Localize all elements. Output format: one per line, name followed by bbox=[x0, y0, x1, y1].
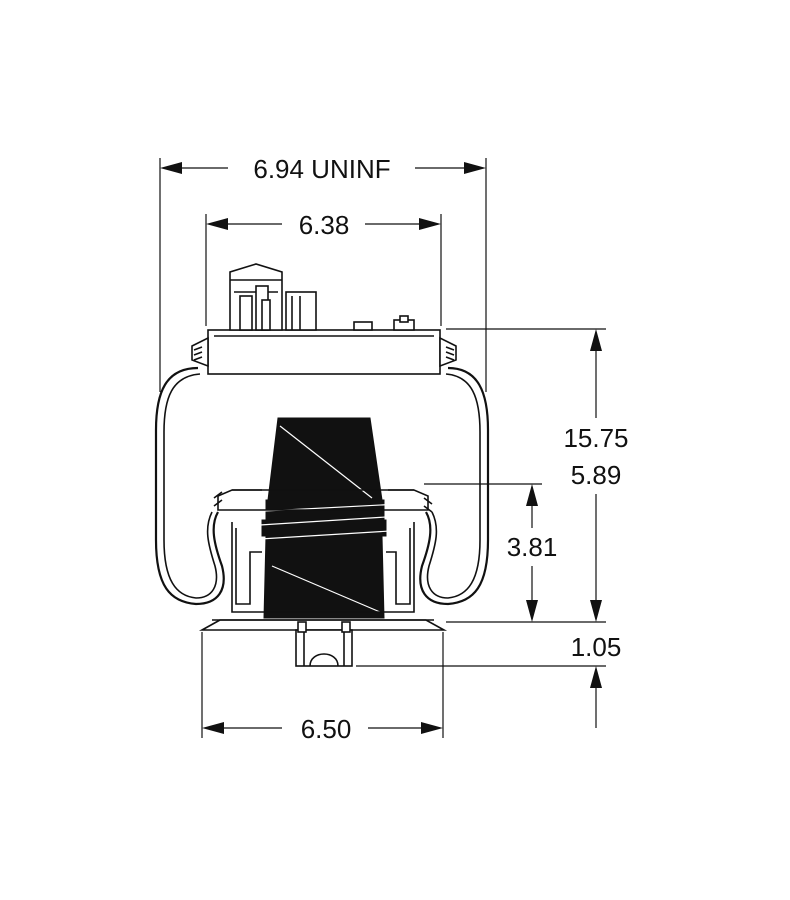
min-height-label: 5.89 bbox=[571, 460, 622, 490]
air-fitting bbox=[229, 263, 415, 331]
bottom-stud bbox=[295, 621, 353, 667]
piston-width-label: 6.50 bbox=[301, 714, 352, 744]
top-bead-plate bbox=[191, 329, 457, 375]
stud-height-label: 1.05 bbox=[571, 632, 622, 662]
piston bbox=[198, 489, 448, 631]
dimension-top-plate-width: 6.38 bbox=[205, 210, 442, 326]
dimension-stud-height: 1.05 bbox=[356, 632, 621, 728]
dimension-piston-width: 6.50 bbox=[201, 632, 444, 744]
dimension-overall-width: 6.94 UNINF bbox=[159, 154, 487, 392]
top-plate-width-label: 6.38 bbox=[299, 210, 350, 240]
dimension-heights: 15.75 5.89 bbox=[446, 328, 629, 623]
bumper bbox=[243, 417, 407, 619]
max-height-label: 15.75 bbox=[563, 423, 628, 453]
bellows-outline bbox=[154, 366, 490, 606]
overall-width-label: 6.94 UNINF bbox=[253, 154, 390, 184]
dimension-piston-height: 3.81 bbox=[424, 483, 558, 622]
piston-height-label: 3.81 bbox=[507, 532, 558, 562]
